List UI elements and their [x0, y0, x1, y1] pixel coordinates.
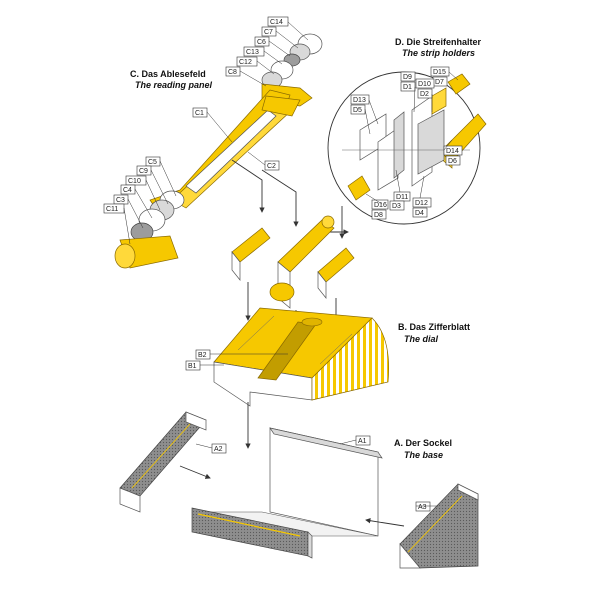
- label-C6: C6: [254, 36, 270, 47]
- label-D13: D13: [350, 94, 370, 105]
- svg-text:D4: D4: [415, 210, 424, 217]
- svg-text:C10: C10: [128, 178, 141, 185]
- svg-text:D7: D7: [435, 79, 444, 86]
- svg-text:D8: D8: [374, 212, 383, 219]
- label-A3: A3: [415, 501, 431, 512]
- svg-text:D12: D12: [415, 200, 428, 207]
- reading-panel-leaders: [123, 21, 309, 245]
- svg-text:C2: C2: [267, 163, 276, 170]
- dial-subtitle: The dial: [404, 334, 439, 344]
- svg-text:C3: C3: [116, 197, 125, 204]
- label-A1: A1: [355, 435, 371, 446]
- reading-panel-title: C. Das Ablesefeld: [130, 69, 206, 79]
- label-C5: C5: [145, 156, 161, 167]
- svg-text:A2: A2: [214, 446, 223, 453]
- svg-text:D2: D2: [420, 91, 429, 98]
- label-D8: D8: [371, 209, 387, 220]
- label-D2: D2: [417, 88, 433, 99]
- strip-holders-title: D. Die Streifenhalter: [395, 37, 482, 47]
- svg-text:B2: B2: [198, 352, 207, 359]
- svg-text:D1: D1: [403, 84, 412, 91]
- svg-text:C6: C6: [257, 39, 266, 46]
- label-C8: C8: [225, 66, 241, 77]
- label-C10: C10: [125, 175, 147, 186]
- label-D12: D12: [412, 197, 432, 208]
- svg-text:D10: D10: [418, 81, 431, 88]
- svg-text:C13: C13: [246, 49, 259, 56]
- reading-panel-bottom-cap: [114, 190, 185, 269]
- svg-text:D5: D5: [353, 107, 362, 114]
- reading-panel-subtitle: The reading panel: [135, 80, 213, 90]
- svg-text:C9: C9: [139, 168, 148, 175]
- base-assembly-arrows: [179, 465, 405, 527]
- svg-text:D16: D16: [374, 202, 387, 209]
- reading-panel-assembly: [114, 33, 323, 269]
- svg-text:C5: C5: [148, 159, 157, 166]
- label-B2: B2: [195, 349, 211, 360]
- label-C2: C2: [264, 160, 280, 171]
- strip-holders-subtitle: The strip holders: [402, 48, 475, 58]
- svg-text:D3: D3: [392, 203, 401, 210]
- svg-text:C8: C8: [228, 69, 237, 76]
- svg-text:D14: D14: [446, 148, 459, 155]
- label-C14: C14: [267, 16, 289, 27]
- svg-text:D13: D13: [353, 97, 366, 104]
- svg-text:B1: B1: [188, 363, 197, 370]
- label-D3: D3: [389, 200, 405, 211]
- svg-text:D11: D11: [396, 194, 408, 201]
- label-A2: A2: [211, 443, 227, 454]
- label-C4: C4: [120, 184, 136, 195]
- label-C11: C11: [103, 203, 125, 214]
- label-C9: C9: [136, 165, 152, 176]
- label-D10: D10: [415, 78, 435, 89]
- svg-text:C14: C14: [270, 19, 283, 26]
- label-D15: D15: [430, 66, 450, 77]
- label-D4: D4: [412, 207, 428, 218]
- svg-text:A1: A1: [358, 438, 367, 445]
- base-assembly: [119, 411, 479, 569]
- label-C7: C7: [261, 26, 277, 37]
- label-C13: C13: [243, 46, 265, 57]
- label-C12: C12: [236, 56, 258, 67]
- svg-text:D9: D9: [403, 74, 412, 81]
- svg-text:C7: C7: [264, 29, 273, 36]
- label-D1: D1: [400, 81, 416, 92]
- label-C3: C3: [113, 194, 129, 205]
- strip-holder-group: [231, 215, 355, 309]
- svg-text:D6: D6: [448, 158, 457, 165]
- base-subtitle: The base: [404, 450, 443, 460]
- label-B1: B1: [185, 360, 201, 371]
- leader-A1: [339, 439, 357, 445]
- label-D11: D11: [393, 191, 411, 202]
- label-D6: D6: [445, 155, 461, 166]
- label-C1: C1: [192, 107, 208, 118]
- dial-title: B. Das Zifferblatt: [398, 322, 470, 332]
- label-D16: D16: [371, 199, 389, 210]
- svg-text:D15: D15: [433, 69, 446, 76]
- reading-panel-frame: [149, 89, 301, 216]
- svg-text:C12: C12: [239, 59, 252, 66]
- dial-assembly: [213, 307, 389, 407]
- svg-text:C4: C4: [123, 187, 132, 194]
- label-D9: D9: [400, 71, 416, 82]
- label-D7: D7: [432, 76, 448, 87]
- label-D5: D5: [350, 104, 366, 115]
- svg-text:A3: A3: [418, 504, 427, 511]
- strip-holders-leaders: [364, 71, 459, 205]
- svg-text:C1: C1: [195, 110, 204, 117]
- svg-text:C11: C11: [106, 206, 118, 213]
- leader-A2: [195, 443, 213, 449]
- base-title: A. Der Sockel: [394, 438, 452, 448]
- label-D14: D14: [443, 145, 463, 156]
